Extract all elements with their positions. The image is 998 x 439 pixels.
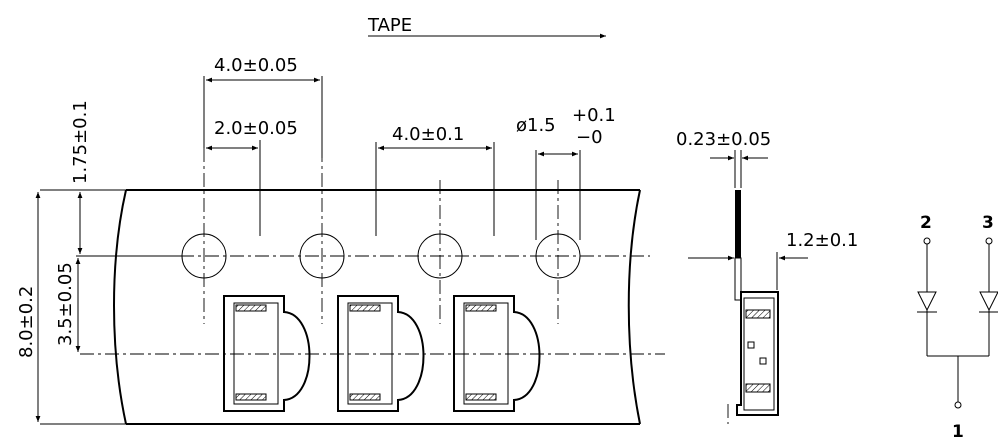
diode-schematic: 2 3 1: [917, 213, 998, 439]
dim-hole-diameter-minus: −0: [576, 127, 603, 148]
dim-hole-diameter: ø1.5: [516, 115, 556, 136]
dim-edge-to-hole: 1.75±0.1: [70, 100, 91, 184]
dim-tape-width: 8.0±0.2: [16, 286, 37, 358]
diode-right: [979, 291, 998, 312]
dim-hole-pitch: 4.0±0.1: [392, 124, 464, 145]
dim-thickness: 0.23±0.05: [676, 129, 771, 150]
pocket: [223, 295, 311, 412]
tape-side-view: [727, 190, 779, 424]
pin-label-1: 1: [952, 422, 964, 439]
dim-hole-to-pocket: 3.5±0.05: [55, 262, 76, 346]
diode-left: [917, 291, 937, 312]
pocket: [453, 295, 541, 412]
component-pockets: [223, 295, 541, 412]
pocket: [337, 295, 425, 412]
dim-pitch-half: 2.0±0.05: [214, 118, 298, 139]
tape-label: TAPE: [367, 15, 412, 36]
dim-hole-diameter-base: ø1.5: [516, 115, 556, 136]
dim-pitch-outer: 4.0±0.05: [214, 55, 298, 76]
dim-pocket-depth: 1.2±0.1: [786, 230, 858, 251]
sprocket-holes: [181, 148, 581, 324]
tape-body: [40, 189, 641, 425]
pin-label-3: 3: [982, 213, 994, 233]
pin-label-2: 2: [920, 213, 932, 233]
dim-hole-diameter-plus: +0.1: [572, 105, 616, 126]
